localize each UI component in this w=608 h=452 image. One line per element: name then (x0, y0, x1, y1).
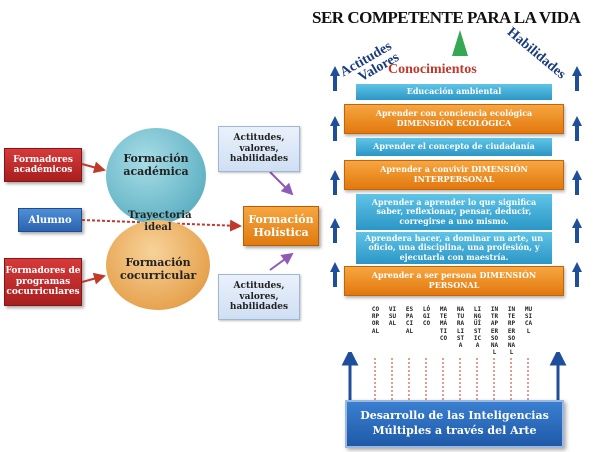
arrow-programas (81, 272, 106, 285)
dimension-bar: Aprendera hacer, a dominar un arte, un o… (356, 232, 552, 264)
side-arrow-shaft (333, 179, 337, 195)
label-conocimientos: Conocimientos (388, 62, 477, 77)
side-arrow-shaft (333, 75, 337, 91)
side-arrow-shaft (333, 271, 337, 287)
intelligence-label: MUSICAL (524, 306, 533, 335)
dimension-bar: Aprender con conciencia ecológica DIMENS… (344, 104, 564, 134)
arrow-trayectoria (81, 219, 242, 232)
side-arrow-up-icon (330, 218, 340, 228)
intelligence-label: NATURALISTA (456, 306, 465, 350)
formadores-programas-box: Formadores de programas cocurriculares (4, 258, 82, 306)
intelligence-label: MATEMÁTICO (439, 306, 448, 342)
side-arrow-shaft (575, 179, 579, 195)
attr-box-top: Actitudes, valores, habilidades (218, 126, 300, 172)
side-arrow-up-icon (330, 66, 340, 76)
dimension-bar: Aprender a ser persona DIMENSIÓN PERSONA… (344, 266, 564, 296)
intelligence-label: LÓGICO (422, 306, 431, 328)
arrow-academicos (81, 161, 106, 174)
intelligence-arrows (341, 352, 567, 400)
circle-formacion-academica: Formación académica (106, 128, 206, 224)
side-arrow-shaft (575, 75, 579, 91)
circle-formacion-cocurricular: Formación cocurricular (106, 220, 210, 310)
intelligence-label: INTERPERSONAL (507, 306, 516, 357)
dimension-bar: Aprender a aprender lo que significa sab… (356, 194, 552, 230)
side-arrow-shaft (575, 125, 579, 141)
side-arrow-shaft (575, 227, 579, 243)
side-arrow-shaft (333, 227, 337, 243)
side-arrow-up-icon (330, 170, 340, 180)
circle-cocurricular-label: Formación cocurricular (120, 255, 197, 282)
side-arrow-shaft (575, 271, 579, 287)
dimension-bar: Educación ambiental (356, 84, 552, 100)
arrow-attr-top (269, 171, 294, 196)
side-arrow-up-icon (572, 66, 582, 76)
trayectoria-ideal-label: Trayectoria ideal (128, 210, 192, 233)
circle-academica-label: Formación académica (123, 151, 189, 178)
side-arrow-up-icon (572, 262, 582, 272)
alumno-box: Alumno (18, 208, 82, 232)
bottom-banner: Desarrollo de las Inteligencias Múltiple… (345, 400, 564, 448)
formacion-holistica-box: Formación Holística (243, 206, 319, 246)
side-arrow-up-icon (330, 116, 340, 126)
intelligence-label: INTRAPERSONAL (490, 306, 499, 357)
dimension-bar: Aprender a convivir DIMENSIÓN INTERPERSO… (344, 160, 564, 190)
side-arrow-up-icon (572, 218, 582, 228)
dimension-bar: Aprender el concepto de ciudadanía (356, 138, 552, 156)
formadores-academicos-box: Formadores académicos (4, 148, 82, 182)
intelligence-label: ESPACIAL (405, 306, 414, 335)
intelligence-label: CORPORAL (371, 306, 380, 335)
diagram-title: SER COMPETENTE PARA LA VIDA (312, 8, 581, 27)
side-arrow-up-icon (572, 116, 582, 126)
side-arrow-shaft (333, 125, 337, 141)
attr-box-bottom: Actitudes, valores, habilidades (218, 274, 300, 320)
side-arrow-up-icon (330, 262, 340, 272)
side-arrow-up-icon (572, 170, 582, 180)
arrow-attr-bottom (269, 252, 294, 271)
intelligence-label: VISUAL (388, 306, 397, 328)
green-triangle-icon (452, 30, 468, 56)
intelligence-label: LINGÜÍSTICA (473, 306, 482, 350)
